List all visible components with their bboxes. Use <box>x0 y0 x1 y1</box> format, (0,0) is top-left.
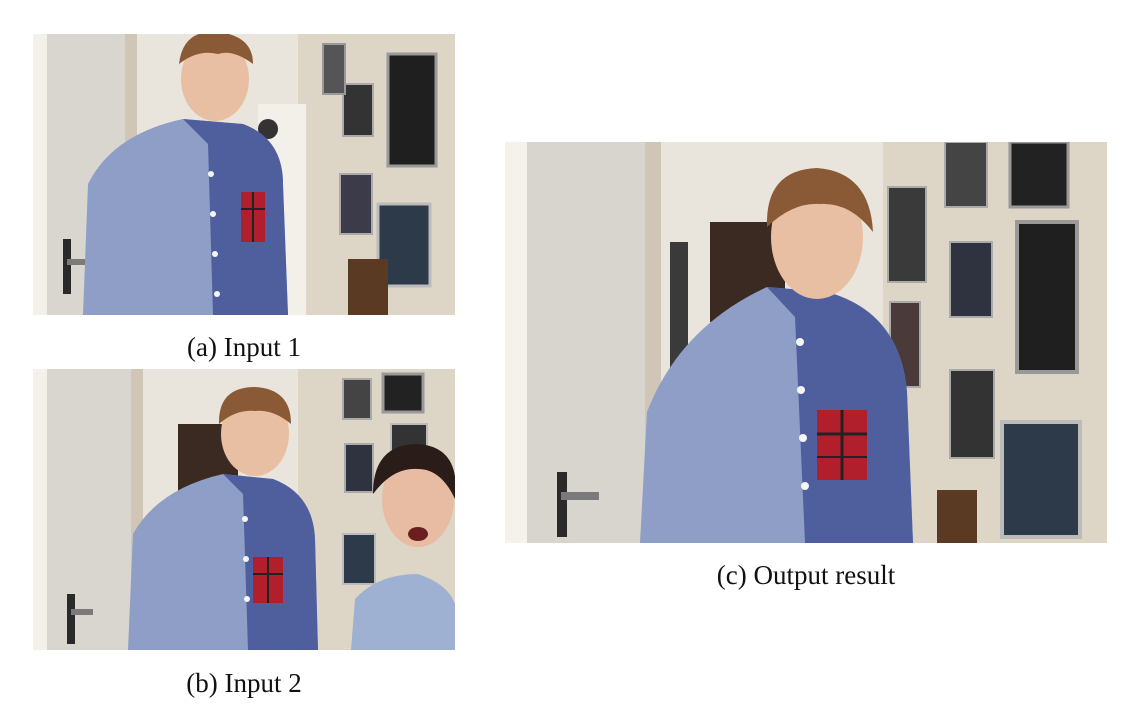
output-result-photo <box>505 142 1107 543</box>
figure-panel-b <box>33 369 455 650</box>
caption-output-result: (c) Output result <box>716 560 896 590</box>
caption-input-2: (b) Input 2 <box>186 668 302 698</box>
caption-input-1: (a) Input 1 <box>187 332 301 362</box>
figure-panel-a <box>33 34 455 315</box>
input-2-photo <box>33 369 455 650</box>
figure-panel-c <box>505 142 1107 543</box>
input-1-photo <box>33 34 455 315</box>
